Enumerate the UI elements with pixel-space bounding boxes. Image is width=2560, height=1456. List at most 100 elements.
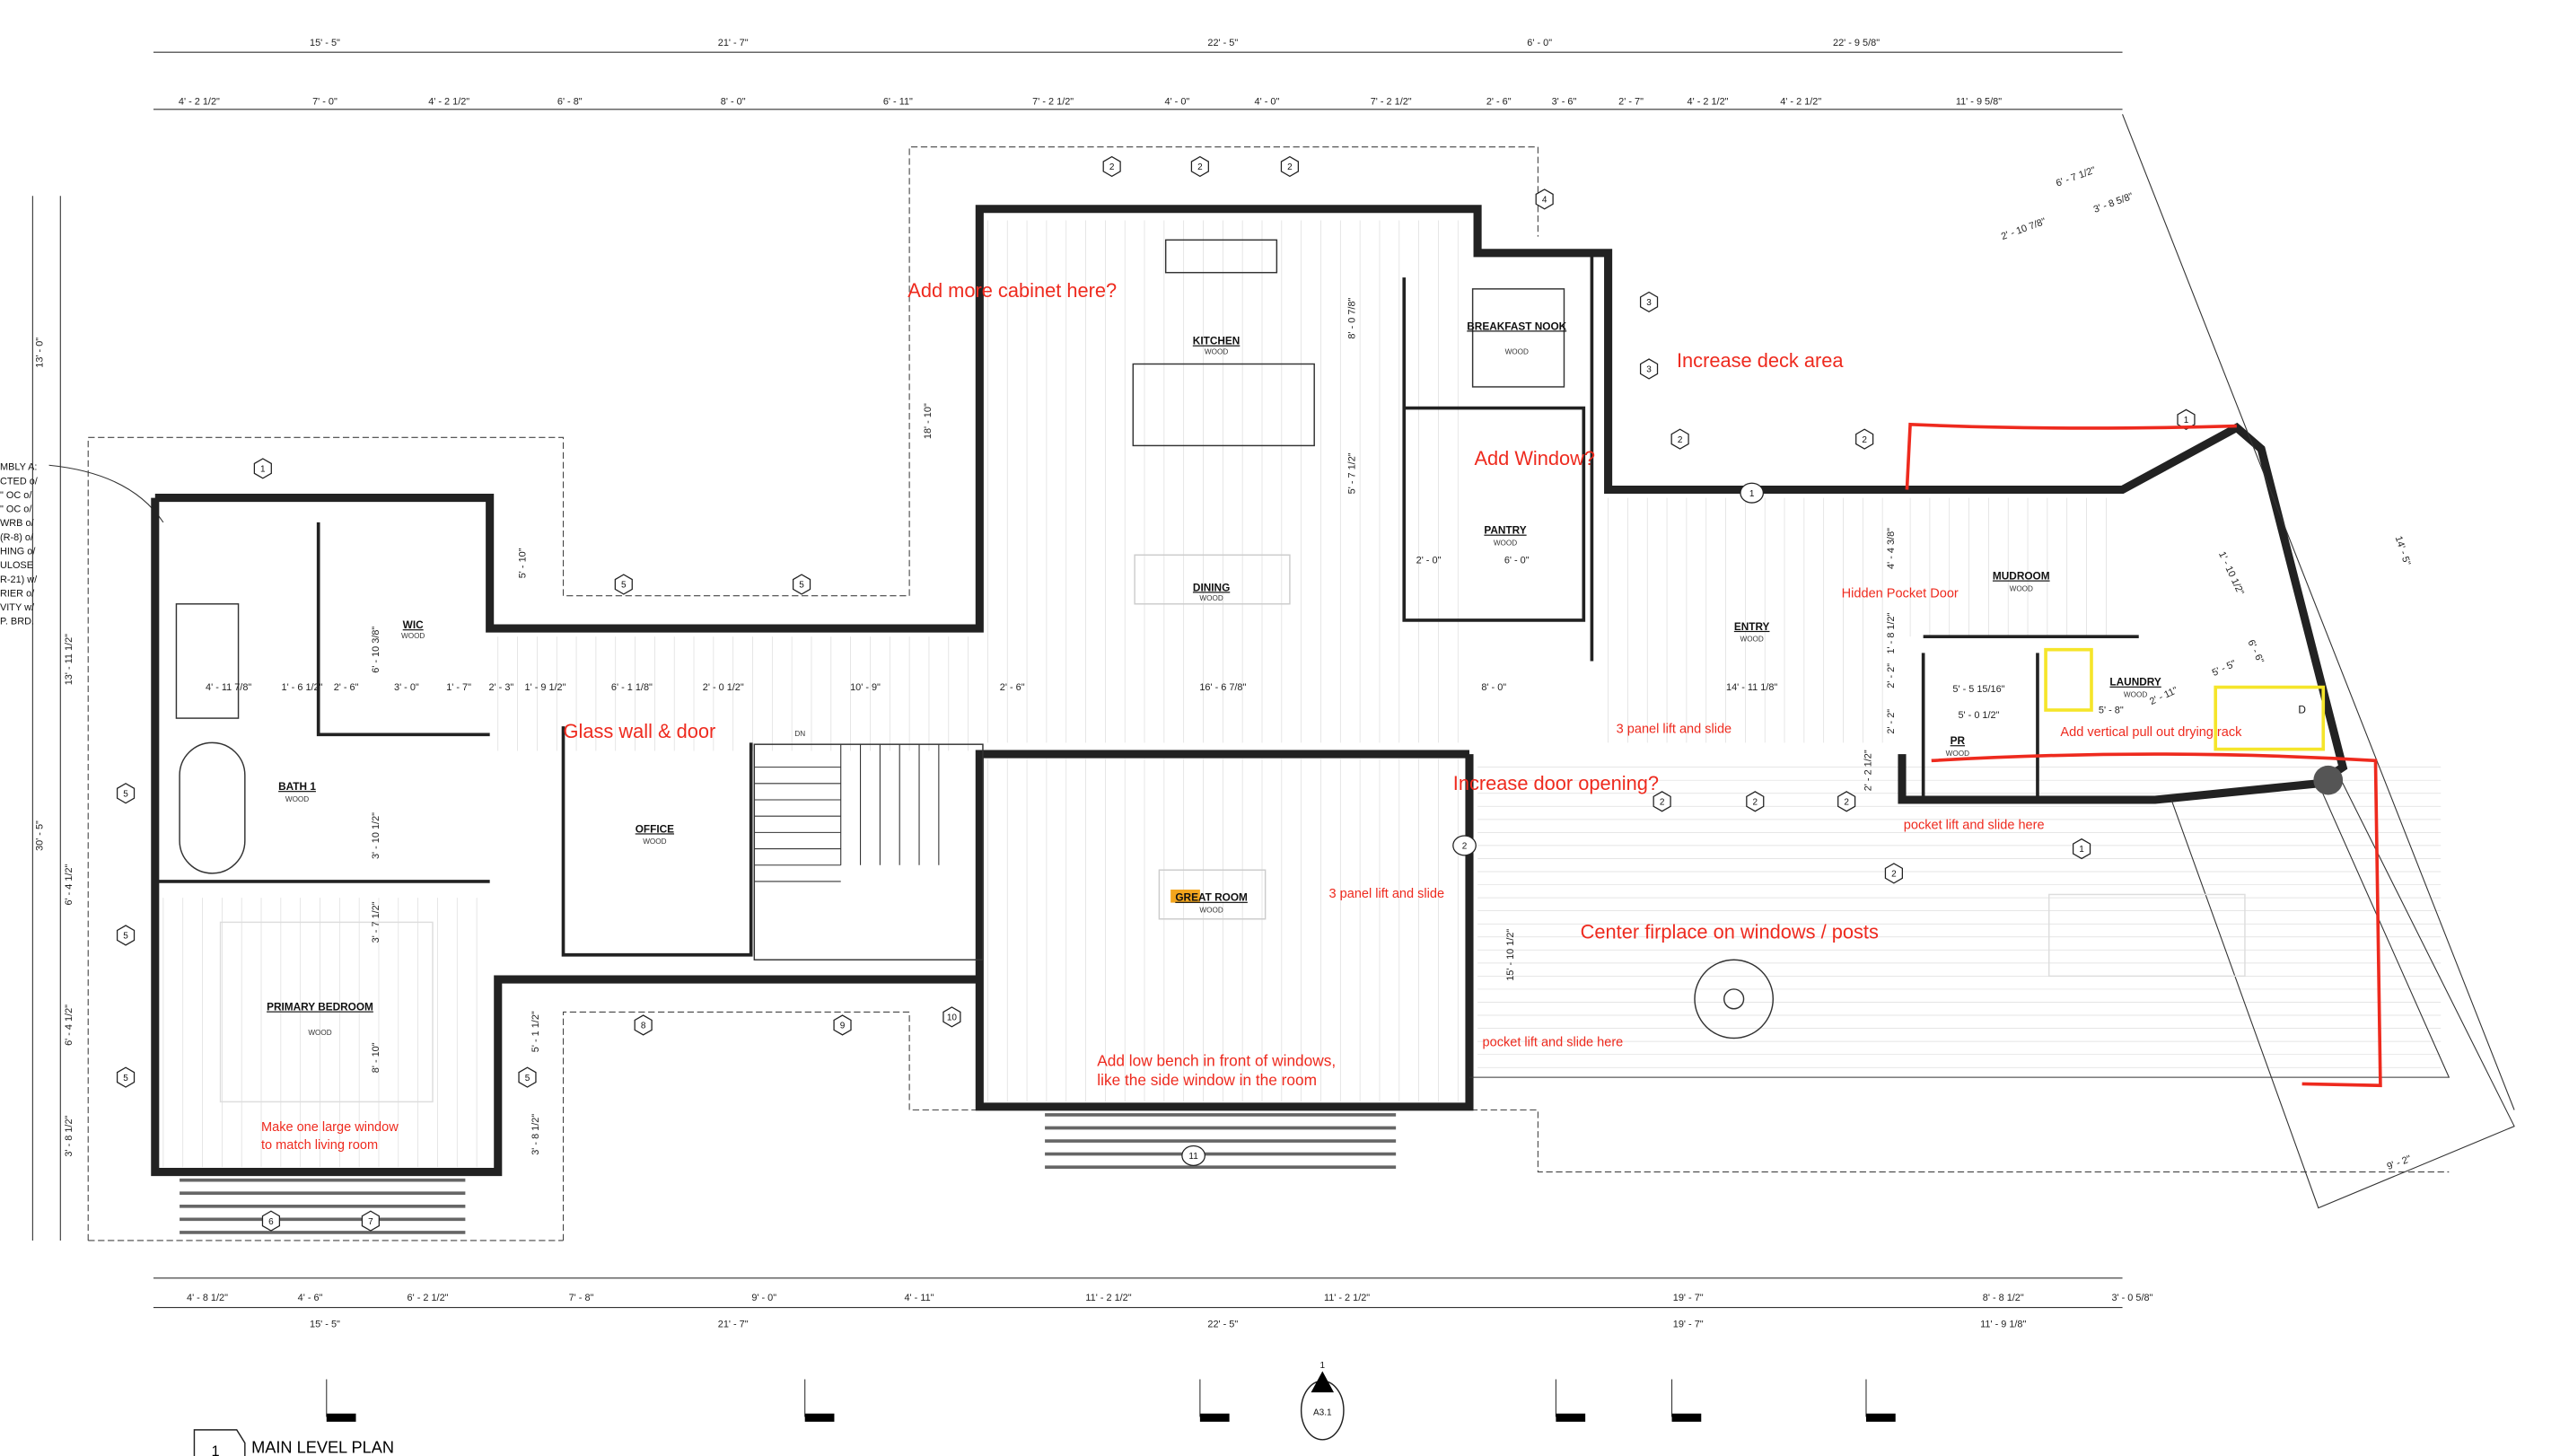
tag-7: 7	[361, 1210, 380, 1232]
deck-stairs	[180, 1113, 1397, 1234]
dimension-label: 4' - 11"	[905, 1293, 934, 1303]
dimension-label: 6' - 4 1/2"	[64, 864, 75, 905]
dimension-label: 5' - 10"	[518, 548, 529, 578]
annotation: Glass wall & door	[564, 720, 716, 742]
top-detail-dimensions: 4' - 2 1/2" 7' - 0" 4' - 2 1/2" 6' - 8" …	[179, 96, 2002, 107]
dimension-label: 6' - 7 1/2"	[2055, 165, 2097, 189]
dryer-label: D	[2298, 704, 2306, 716]
dimension-label: 13' - 11 1/2"	[64, 634, 75, 685]
dimension-label: 1' - 9 1/2"	[525, 682, 566, 693]
dimension-label: 1' - 6 1/2"	[282, 682, 323, 693]
dimension-label: 11' - 9 5/8"	[1956, 96, 2002, 107]
tag-number: 1	[260, 465, 266, 475]
dimension-label: 11' - 2 1/2"	[1085, 1293, 1131, 1303]
annotation: Increase door opening?	[1453, 772, 1659, 794]
dimension-lines	[31, 51, 2123, 1309]
dimension-label: 11' - 9 1/8"	[1980, 1319, 2026, 1329]
dimension-label: 7' - 2 1/2"	[1371, 96, 1412, 107]
dimension-label: 5' - 5 15/16"	[1952, 684, 2004, 695]
room-name: ENTRY	[1734, 620, 1770, 633]
tag-number: 3	[1646, 365, 1652, 375]
dimension-label: 7' - 2 1/2"	[1032, 96, 1074, 107]
tag-number: 2	[1844, 797, 1849, 807]
redline-markup	[1905, 422, 2382, 1088]
dimension-label: 4' - 2 1/2"	[179, 96, 220, 107]
dimension-label: 18' - 10"	[923, 403, 934, 439]
tag-number: 4	[1542, 195, 1547, 205]
shower	[175, 603, 240, 719]
dimension-label: 6' - 1 1/8"	[611, 682, 653, 693]
wall-assembly-line: (R-8) o/	[0, 532, 34, 543]
dimension-label: 21' - 7"	[718, 38, 749, 48]
tag-3: 3	[1639, 358, 1659, 380]
annotation: Make one large window	[261, 1120, 399, 1135]
annotation: Center firplace on windows / posts	[1581, 921, 1879, 943]
room-name: WIC	[403, 618, 424, 631]
dimension-label: 2' - 6"	[1000, 682, 1025, 693]
bottom-detail-dimensions: 4' - 8 1/2" 4' - 6" 6' - 2 1/2" 7' - 8" …	[187, 1293, 2153, 1303]
dimension-label: 4' - 6"	[298, 1293, 323, 1303]
dimension-label: 3' - 6"	[1552, 96, 1577, 107]
room-floor: WOOD	[285, 795, 309, 803]
deck-extension-redline	[1905, 422, 2237, 490]
tag-1: 1	[2177, 408, 2196, 430]
dimension-label: 15' - 5"	[310, 1319, 340, 1329]
dimension-label: 2' - 2 1/2"	[1863, 750, 1873, 791]
dimension-label: 6' - 4 1/2"	[64, 1004, 75, 1046]
wall-assembly-line: ULOSE	[0, 560, 33, 571]
dimension-label: 10' - 9"	[850, 682, 881, 693]
room-name: KITCHEN	[1193, 335, 1241, 347]
room-name: BREAKFAST NOOK	[1467, 320, 1566, 332]
wall-assembly-line: WRB o/	[0, 518, 35, 529]
dimension-label: 11' - 2 1/2"	[1324, 1293, 1370, 1303]
tag-number: 5	[123, 789, 128, 799]
dimension-label: 3' - 8 5/8"	[2092, 191, 2135, 215]
dimension-label: 1' - 8 1/2"	[1886, 612, 1897, 653]
tag-2: 2	[1855, 428, 1874, 450]
tag-2: 2	[1837, 791, 1856, 812]
dimension-label: 7' - 0"	[312, 96, 338, 107]
tag-1: 1	[2072, 838, 2091, 860]
dimension-label: 4' - 11 7/8"	[206, 682, 251, 693]
tag-2: 2	[1670, 428, 1689, 450]
highlight-box	[2214, 685, 2326, 751]
dimension-label: 6' - 2 1/2"	[408, 1293, 449, 1303]
tag-number: 5	[621, 581, 627, 591]
room-floor: WOOD	[2124, 690, 2147, 698]
tag-1: 1	[1740, 482, 1765, 504]
annotations: Add more cabinet here? Increase deck are…	[261, 279, 2242, 1153]
dimension-label: 15' - 5"	[310, 38, 340, 48]
dimension-label: 9' - 2"	[2386, 1153, 2413, 1172]
dimension-label: 4' - 2 1/2"	[428, 96, 469, 107]
room-floor: WOOD	[1199, 906, 1223, 914]
breakfast-table	[1471, 288, 1565, 388]
room-floor: WOOD	[2010, 584, 2033, 592]
tag-number: 5	[123, 932, 128, 942]
room-floor: WOOD	[1494, 539, 1517, 547]
tag-number: 3	[1646, 298, 1652, 308]
dimension-label: 4' - 4 3/8"	[1886, 528, 1897, 569]
tag-number: 6	[268, 1217, 274, 1227]
tag-5: 5	[116, 783, 136, 804]
tag-6: 6	[261, 1210, 281, 1232]
tag-number: 1	[2184, 416, 2189, 425]
tag-2: 2	[1884, 863, 1903, 884]
kitchen-sink	[1164, 239, 1278, 274]
laundry-extension-redline	[1931, 752, 2382, 1088]
bottom-overall-dimensions: 15' - 5" 21' - 7" 22' - 5" 19' - 7" 11' …	[310, 1319, 2026, 1329]
tag-number: 1	[2079, 845, 2084, 855]
wall-assembly-line: HING o/	[0, 547, 36, 557]
dimension-label: 3' - 0"	[394, 682, 419, 693]
dimension-label: 16' - 6 7/8"	[1199, 682, 1246, 693]
dimension-label: 19' - 7"	[1673, 1293, 1704, 1303]
room-name: MUDROOM	[1993, 570, 2050, 583]
tag-2: 2	[1653, 791, 1671, 812]
dimension-label: 30' - 5"	[34, 820, 45, 851]
tag-number: 10	[947, 1013, 958, 1022]
